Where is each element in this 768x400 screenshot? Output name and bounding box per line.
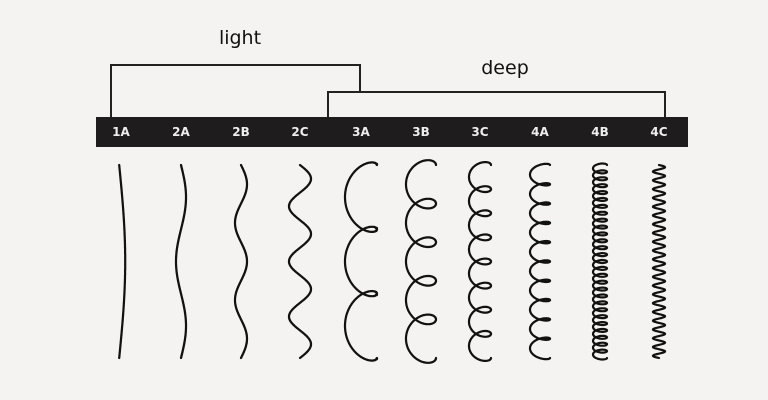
light-bracket bbox=[110, 64, 361, 117]
deep-label: deep bbox=[481, 57, 529, 79]
light-label: light bbox=[218, 27, 262, 49]
strand-1a bbox=[118, 163, 127, 360]
strand-2c bbox=[287, 163, 313, 360]
type-label-2b: 2B bbox=[232, 125, 250, 139]
strand-4a bbox=[528, 162, 552, 361]
deep-bracket bbox=[327, 91, 666, 117]
type-label-2c: 2C bbox=[291, 125, 309, 139]
type-label-1a: 1A bbox=[112, 125, 130, 139]
hair-type-bar: 1A 2A 2B 2C 3A 3B 3C 4A 4B 4C bbox=[96, 117, 688, 147]
type-label-3a: 3A bbox=[352, 125, 370, 139]
strand-4c bbox=[651, 163, 667, 360]
strand-2b bbox=[233, 163, 249, 360]
type-label-3b: 3B bbox=[412, 125, 430, 139]
strand-2a bbox=[174, 163, 188, 360]
type-label-4a: 4A bbox=[531, 125, 549, 139]
strand-3a bbox=[343, 161, 379, 362]
strand-3c bbox=[467, 161, 493, 362]
type-label-2a: 2A bbox=[172, 125, 190, 139]
type-label-4b: 4B bbox=[591, 125, 609, 139]
strand-4b bbox=[591, 162, 609, 361]
strand-3b bbox=[404, 159, 438, 364]
type-label-3c: 3C bbox=[471, 125, 489, 139]
type-label-4c: 4C bbox=[650, 125, 668, 139]
